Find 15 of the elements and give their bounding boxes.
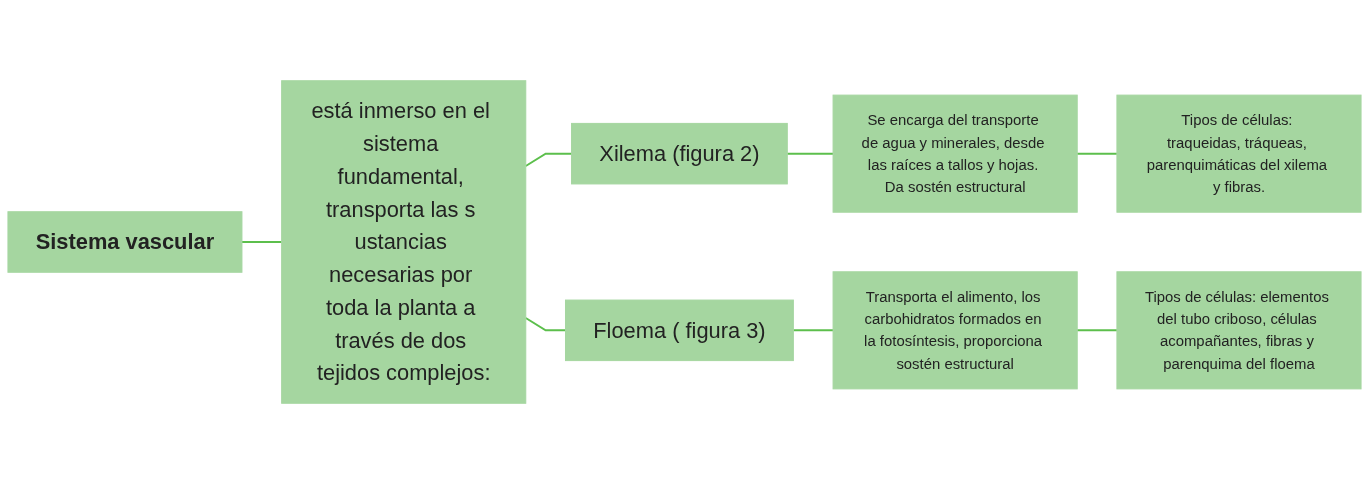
connector [792,329,835,332]
connector [1076,329,1118,332]
connector [524,152,573,167]
node-box: Tipos de células: traqueidas, tráqueas, parenquimáticas del xilema y fibras. [1116,94,1362,213]
node-box: Se encarga del transporte de agua y minerales, desde las raíces a tallos y hojas. Da sostén estructural [832,94,1078,213]
connector [524,317,567,332]
node-box: Floema ( figura 3) [565,299,794,362]
node-box: Sistema vascular [7,211,243,273]
node-box: Tipos de células: elementos del tubo criboso, células acompañantes, fibras y parenquima del floema [1116,271,1362,390]
connector [240,241,283,243]
connector [1076,152,1118,155]
connector [786,152,835,155]
node-box: Xilema (figura 2) [571,122,788,185]
node-box: está inmerso en el sistema fundamental, transporta las s ustancias necesarias por toda la planta a través de dos tejidos complejos: [281,80,527,404]
node-box: Transporta el alimento, los carbohidratos formados en la fotosíntesis, proporciona sostén estructural [832,271,1078,390]
